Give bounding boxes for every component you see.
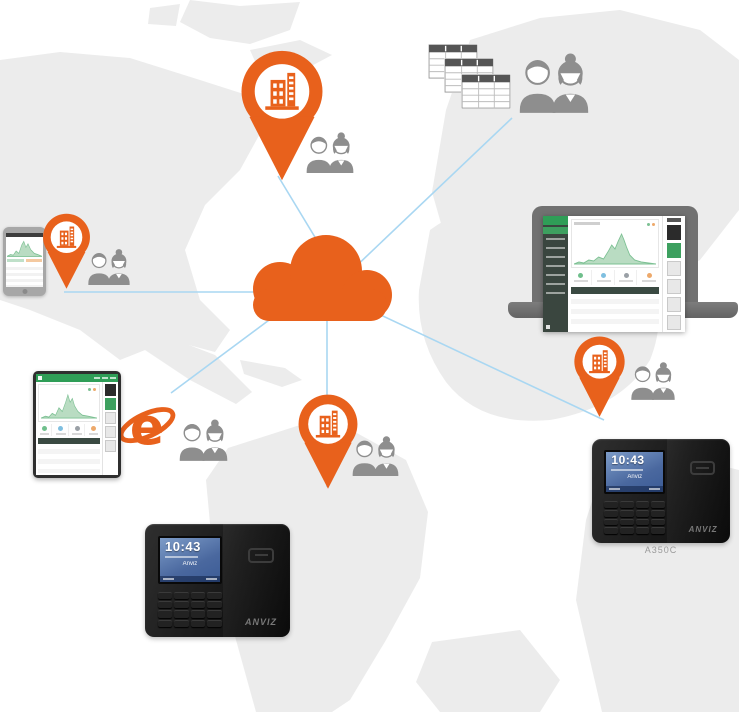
- dashboard-sidebar: [543, 216, 568, 332]
- dashboard-stats: [6, 257, 43, 264]
- link-right-pin: [369, 309, 605, 421]
- dashboard-area-chart: [38, 384, 100, 422]
- users-pair-icon: [84, 247, 134, 285]
- internet-explorer-icon: e: [118, 397, 176, 456]
- terminal-statusbar: [160, 575, 220, 582]
- tablet: [33, 371, 121, 478]
- dashboard-table-header: [571, 287, 659, 294]
- dashboard-table-rows: [38, 444, 100, 473]
- dashboard-table-header: [38, 438, 100, 444]
- terminal-screen-brand: Anviz: [182, 561, 198, 568]
- dashboard-area-chart: [6, 237, 43, 257]
- users-pair-icon: [348, 434, 403, 476]
- terminal-clock: 10:43: [611, 453, 645, 468]
- terminal-screen: 10:43 Anviz: [158, 536, 222, 584]
- spreadsheet-icon: [461, 74, 511, 109]
- terminal-keypad: [158, 591, 222, 627]
- card-reader-icon: [690, 460, 715, 476]
- dashboard-topbar: [36, 374, 118, 382]
- dashboard-topbar: [6, 233, 43, 237]
- phone-home-button: [22, 289, 27, 294]
- users-pair-icon: [627, 360, 679, 400]
- terminal-screen: 10:43 Anviz: [604, 450, 666, 495]
- dashboard-device-list: [662, 216, 685, 332]
- dashboard-stats: [571, 270, 659, 285]
- terminal-date-bar: [611, 469, 643, 472]
- terminal-screen-brand: Anviz: [627, 474, 643, 481]
- users-pair-icon: [175, 417, 232, 461]
- laptop-dashboard-screenshot: [543, 216, 685, 332]
- dashboard-device-list: [102, 382, 118, 475]
- attendance-terminal: 10:43 Anviz ANVIZ: [145, 524, 290, 637]
- brand-logo: ANVIZ: [244, 616, 277, 627]
- dashboard-table-rows: [571, 294, 659, 329]
- dashboard-area-chart: [571, 219, 659, 268]
- attendance-terminal: 10:43 Anviz ANVIZ: [592, 439, 730, 543]
- users-pair-icon: [513, 50, 595, 113]
- tablet-dashboard-screenshot: [36, 374, 118, 475]
- card-reader-icon: [248, 547, 275, 564]
- location-pin-icon: [572, 336, 627, 418]
- terminal-date-bar: [165, 556, 198, 559]
- users-pair-icon: [302, 130, 358, 173]
- terminal-statusbar: [606, 486, 664, 493]
- dashboard-stats: [38, 424, 100, 436]
- terminal-clock: 10:43: [165, 539, 201, 555]
- phone-dashboard-screenshot: [6, 233, 43, 287]
- model-label: A350C: [644, 545, 678, 555]
- brand-logo: ANVIZ: [688, 524, 718, 534]
- smartphone: [3, 227, 46, 296]
- link-spreadsheets: [349, 117, 513, 273]
- cloud-icon: [253, 235, 392, 321]
- ie-e-glyph: e: [130, 397, 164, 456]
- dashboard-main: [568, 216, 662, 332]
- terminal-keypad: [604, 501, 666, 534]
- dashboard-table-rows: [6, 264, 43, 287]
